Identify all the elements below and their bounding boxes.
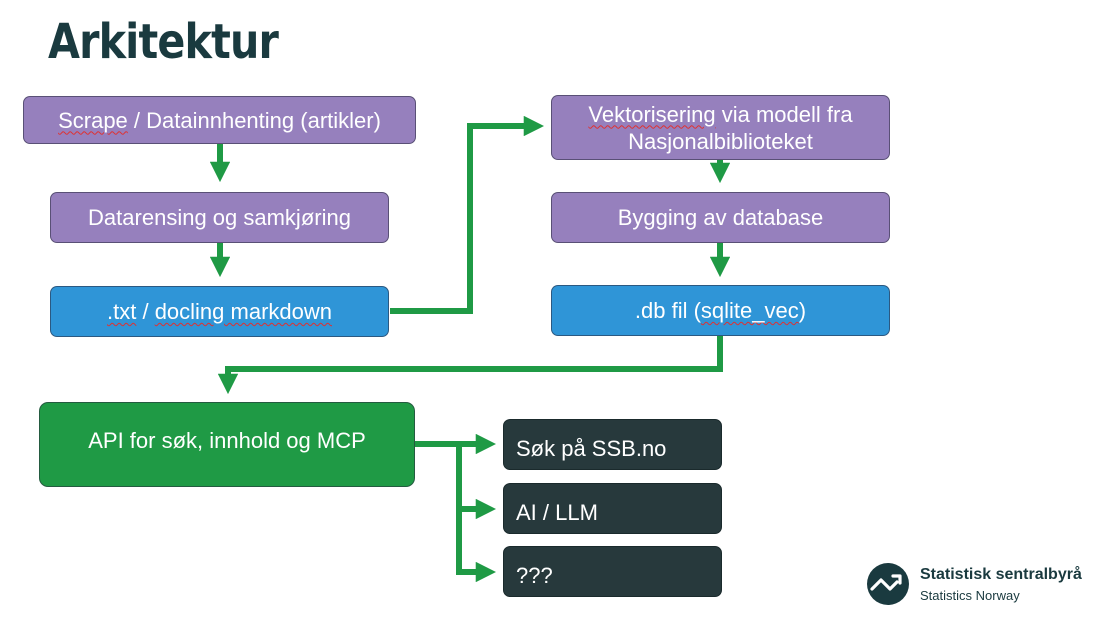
box-db-post: ) bbox=[798, 298, 807, 323]
box-txt-word2: docling markdown bbox=[154, 299, 332, 324]
box-db: .db fil (sqlite_vec) bbox=[551, 285, 890, 336]
box-vektor-word1: Vektorisering bbox=[588, 101, 716, 127]
page-title: Arkitektur bbox=[48, 14, 279, 70]
ssb-logo-subtitle: Statistics Norway bbox=[920, 588, 1020, 603]
box-txt-word1: .txt bbox=[107, 299, 137, 324]
box-bygging: Bygging av database bbox=[551, 192, 890, 243]
box-ai-label: AI / LLM bbox=[516, 500, 598, 525]
box-vektor: Vektorisering via modell fra Nasjonalbib… bbox=[551, 95, 890, 160]
box-bygging-label: Bygging av database bbox=[617, 205, 824, 230]
arrow-api-to-ai bbox=[456, 444, 497, 520]
arrow-api-to-unknown bbox=[456, 509, 497, 583]
box-datarensing-label: Datarensing og samkjøring bbox=[88, 205, 351, 230]
arrow-db-to-api bbox=[217, 336, 723, 395]
box-ai: AI / LLM bbox=[503, 483, 722, 534]
box-db-pre: .db fil ( bbox=[634, 298, 701, 323]
box-unknown: ??? bbox=[503, 546, 722, 597]
box-sok-label: Søk på SSB.no bbox=[516, 436, 667, 461]
box-scrape: Scrape / Datainnhenting (artikler) bbox=[23, 96, 416, 144]
ssb-logo-icon bbox=[867, 563, 909, 605]
box-datarensing: Datarensing og samkjøring bbox=[50, 192, 389, 243]
box-api-label: API for søk, innhold og MCP bbox=[88, 428, 366, 453]
box-scrape-word: Scrape bbox=[58, 107, 128, 133]
box-vektor-line1-rest: via modell fra bbox=[715, 101, 853, 127]
box-sok: Søk på SSB.no bbox=[503, 419, 722, 470]
box-api: API for søk, innhold og MCP bbox=[39, 402, 415, 487]
box-unknown-label: ??? bbox=[516, 563, 553, 588]
arrow-txt-to-vektor bbox=[390, 115, 545, 314]
box-txt: .txt / docling markdown bbox=[50, 286, 389, 337]
box-scrape-rest: / Datainnhenting (artikler) bbox=[127, 107, 381, 133]
box-txt-sep: / bbox=[136, 299, 155, 324]
box-vektor-line2: Nasjonalbiblioteket bbox=[628, 128, 813, 154]
ssb-logo-name: Statistisk sentralbyrå bbox=[920, 566, 1082, 583]
box-db-word: sqlite_vec bbox=[700, 298, 799, 323]
